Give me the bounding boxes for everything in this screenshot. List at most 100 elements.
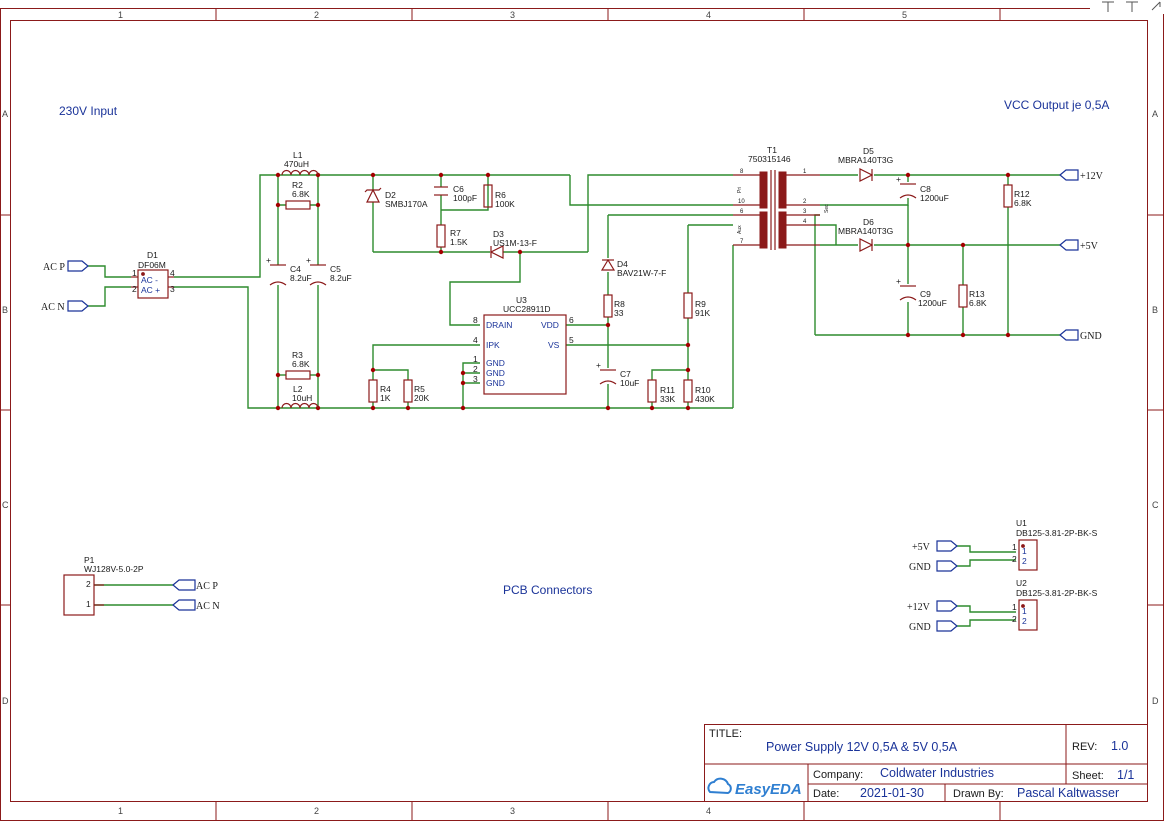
diode-d4[interactable]: D4 BAV21W-7-F <box>600 258 666 278</box>
pin-name: AC + <box>141 285 160 295</box>
value-label: 33K <box>660 394 675 404</box>
tvs-diode-d2[interactable]: D2 SMBJ170A <box>364 187 428 209</box>
capacitor-c4[interactable]: + C4 8.2uF <box>266 255 312 286</box>
diode-d3[interactable]: D3 US1M-13-F <box>489 229 537 259</box>
ref-label: C5 <box>330 264 341 274</box>
date-value: 2021-01-30 <box>860 786 924 800</box>
ref-label: D3 <box>493 229 504 239</box>
net-flag-acp-p1[interactable]: AC P <box>172 579 218 592</box>
ref-label: L1 <box>293 150 303 160</box>
value-label: DF06M <box>138 260 166 270</box>
pin-number: 8 <box>740 169 744 175</box>
schottky-diode-d6[interactable]: D6 MBRA140T3G <box>838 217 893 252</box>
net-flag-acp-in[interactable]: AC P <box>43 260 89 273</box>
pin-name: AC - <box>141 275 158 285</box>
sheet-frame-inner <box>10 20 1148 802</box>
ref-label: D1 <box>147 250 158 260</box>
resistor-r9[interactable]: R9 91K <box>683 292 710 319</box>
ref-label: D4 <box>617 259 628 269</box>
pin-number: 1 <box>473 354 478 364</box>
net-flag-gnd[interactable]: GND <box>1059 329 1102 342</box>
ref-label: R2 <box>292 180 303 190</box>
ref-label: R4 <box>380 384 391 394</box>
inductor-l2[interactable]: L2 10uH <box>281 384 319 409</box>
company-value: Coldwater Industries <box>880 766 994 780</box>
capacitor-c8[interactable]: + C8 1200uF <box>896 174 949 203</box>
net-flag-gnd-u2[interactable]: GND <box>909 620 958 633</box>
net-flag-gnd-u1[interactable]: GND <box>909 560 958 573</box>
net-flag-acn-p1[interactable]: AC N <box>172 599 220 612</box>
inductor-l1[interactable]: L1 470uH <box>281 150 319 176</box>
net-flag-5v[interactable]: +5V <box>1059 239 1099 252</box>
capacitor-c6[interactable]: C6 100pF <box>434 184 477 203</box>
controller-u3[interactable]: U3 UCC28911D DRAIN IPK GND GND GND VDD V… <box>473 295 574 395</box>
net-flag-12v[interactable]: +12V <box>1059 169 1104 182</box>
value-label: 6.8K <box>969 298 987 308</box>
pin-number: 3 <box>473 374 478 384</box>
transformer-t1[interactable]: T1 750315146 8 10 6 7 1 2 3 4 Pri Sec Au… <box>733 145 830 250</box>
row-label: A <box>2 109 8 119</box>
pin-number: 7 <box>740 239 744 245</box>
pin-name: 2 <box>1022 556 1027 566</box>
resistor-r7[interactable]: R7 1.5K <box>436 224 468 248</box>
net-flag-12v-u2[interactable]: +12V <box>907 600 958 613</box>
col-label: 1 <box>118 10 123 20</box>
net-flag-5v-u1[interactable]: +5V <box>912 540 958 553</box>
pin-icon[interactable] <box>1102 1 1114 12</box>
capacitor-c7[interactable]: + C7 10uF <box>596 360 639 388</box>
resistor-r4[interactable]: R4 1K <box>368 379 391 403</box>
ref-label: R7 <box>450 228 461 238</box>
value-label: BAV21W-7-F <box>617 268 666 278</box>
value-label: 1200uF <box>918 298 947 308</box>
pin-number: 2 <box>473 364 478 374</box>
resistor-r12[interactable]: R12 6.8K <box>1003 184 1032 208</box>
net-label: AC N <box>196 601 220 612</box>
resistor-r8[interactable]: R8 33 <box>603 294 625 318</box>
note-input: 230V Input <box>59 104 118 118</box>
ref-label: C6 <box>453 184 464 194</box>
pin-name: 2 <box>1022 616 1027 626</box>
ref-label: U1 <box>1016 518 1027 528</box>
value-label: US1M-13-F <box>493 238 537 248</box>
ref-label: R3 <box>292 350 303 360</box>
resistor-r6[interactable]: R6 100K <box>483 184 515 209</box>
pin-icon[interactable] <box>1126 1 1138 12</box>
polarity-mark: + <box>266 255 271 265</box>
winding-label: Sec <box>824 204 830 213</box>
net-label: +12V <box>907 602 931 613</box>
net-label: +12V <box>1080 171 1104 182</box>
easyeda-logo: EasyEDA <box>707 777 802 798</box>
pin-name: GND <box>486 378 505 388</box>
arrow-icon[interactable] <box>1151 1 1161 11</box>
ref-label: T1 <box>767 145 777 155</box>
row-label: B <box>2 305 8 315</box>
bridge-rectifier-d1[interactable]: D1 DF06M AC - AC + 1 2 3 4 <box>131 250 175 299</box>
pin-name: 1 <box>1022 546 1027 556</box>
net-label: AC P <box>43 262 65 273</box>
connector-p1[interactable]: P1 WJ128V-5.0-2P 2 1 <box>63 555 144 616</box>
net-flag-acn-in[interactable]: AC N <box>41 300 89 313</box>
row-label: C <box>1152 500 1159 510</box>
resistor-r11[interactable]: R11 33K <box>647 379 675 404</box>
net-label: GND <box>909 562 931 573</box>
terminal-block-u1[interactable]: U1 DB125-3.81-2P-BK-S 1 2 1 2 <box>1012 518 1098 571</box>
resistor-r3[interactable]: R3 6.8K <box>285 350 311 380</box>
value-label: UCC28911D <box>503 304 551 314</box>
ruler-ticks <box>0 8 1163 820</box>
pin-number: 1 <box>803 169 807 175</box>
capacitor-c9[interactable]: + C9 1200uF <box>896 276 947 308</box>
resistor-r10[interactable]: R10 430K <box>683 379 715 404</box>
row-label: B <box>1152 305 1158 315</box>
capacitor-c5[interactable]: + C5 8.2uF <box>306 255 352 286</box>
resistor-r13[interactable]: R13 6.8K <box>958 284 987 308</box>
net-label: +5V <box>1080 241 1099 252</box>
ruler-labels: 1 2 3 4 5 1 2 3 4 A B C D A B C D <box>2 10 1159 816</box>
row-label: D <box>1152 696 1159 706</box>
schottky-diode-d5[interactable]: D5 MBRA140T3G <box>838 146 893 182</box>
resistor-r2[interactable]: R2 6.8K <box>285 180 311 210</box>
resistor-r5[interactable]: R5 20K <box>403 379 429 403</box>
polarity-mark: + <box>306 255 311 265</box>
terminal-block-u2[interactable]: U2 DB125-3.81-2P-BK-S 1 2 1 2 <box>1012 578 1098 631</box>
pin-number: 6 <box>569 315 574 325</box>
rev-value: 1.0 <box>1111 739 1128 753</box>
